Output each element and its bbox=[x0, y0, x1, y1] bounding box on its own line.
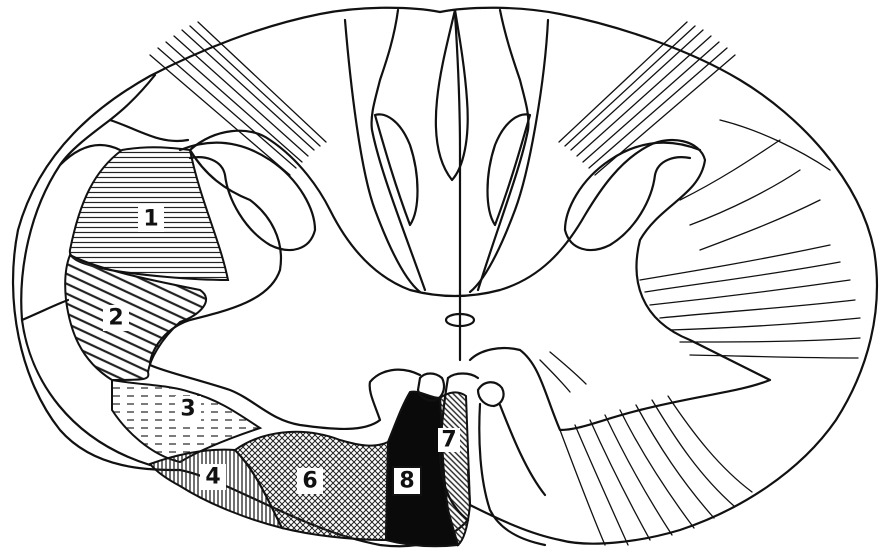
region-label-6: 6 bbox=[297, 468, 323, 494]
region-label-7: 7 bbox=[438, 428, 460, 453]
dorsal-root-right bbox=[559, 22, 735, 175]
svg-text:6: 6 bbox=[302, 469, 317, 494]
ventral-root-fibers bbox=[540, 352, 752, 545]
svg-text:1: 1 bbox=[143, 207, 158, 232]
region-label-4: 4 bbox=[200, 464, 226, 490]
dorsal-column-right bbox=[470, 20, 548, 292]
region-label-1: 1 bbox=[138, 206, 164, 232]
svg-text:4: 4 bbox=[205, 465, 220, 490]
region-label-8: 8 bbox=[393, 467, 421, 495]
svg-text:7: 7 bbox=[441, 428, 456, 453]
region-label-2: 2 bbox=[103, 305, 129, 331]
svg-text:2: 2 bbox=[108, 306, 123, 331]
svg-text:8: 8 bbox=[399, 469, 414, 494]
region-label-3: 3 bbox=[175, 396, 201, 422]
svg-text:3: 3 bbox=[180, 397, 195, 422]
